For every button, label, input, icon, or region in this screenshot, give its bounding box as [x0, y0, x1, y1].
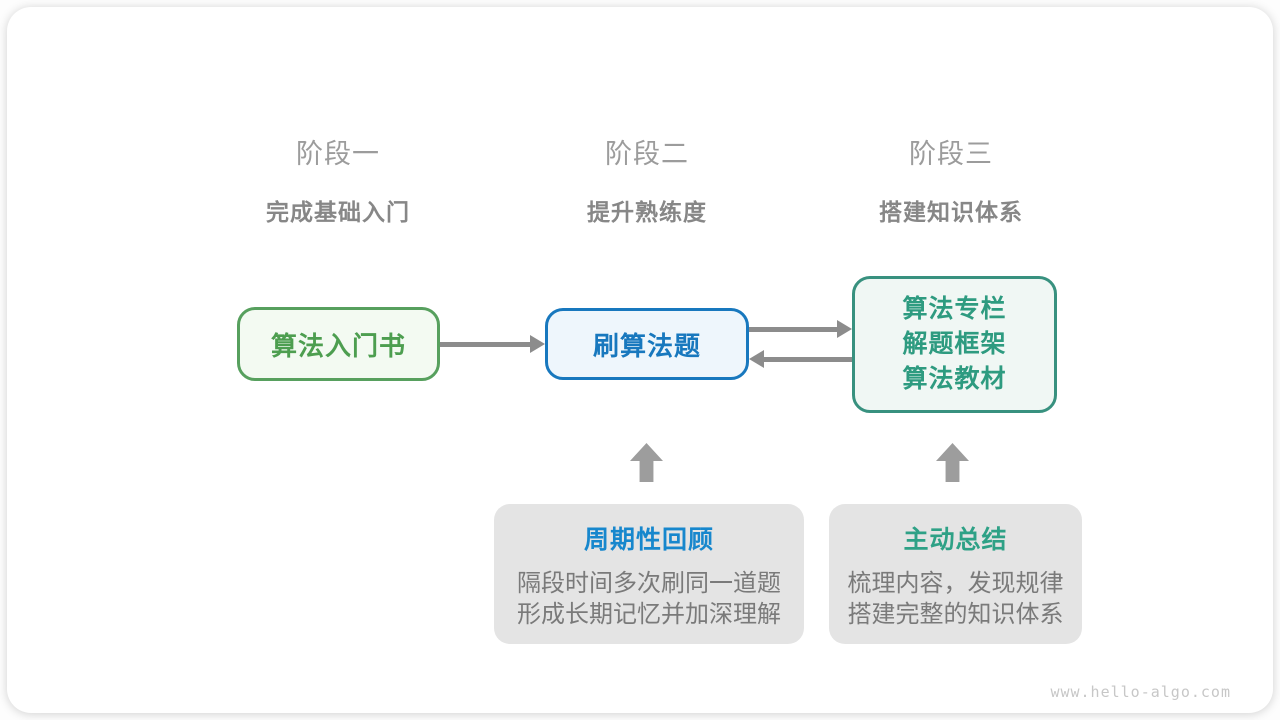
panel-periodic-review-line-2: 形成长期记忆并加深理解: [517, 601, 781, 628]
node-intro-book-label: 算法入门书: [270, 330, 406, 361]
arrow-node1-to-node2-line: [440, 342, 531, 347]
arrow-node3-to-node2-line: [763, 357, 852, 362]
stage-1-subtitle: 完成基础入门: [266, 199, 410, 225]
node-practice-problems: 刷算法题: [545, 308, 749, 380]
up-arrow-panel1-to-node2-icon: [630, 443, 663, 482]
arrow-node2-to-node3-line: [749, 327, 838, 332]
stage-2-subtitle: 提升熟练度: [587, 199, 707, 225]
panel-periodic-review: 周期性回顾 隔段时间多次刷同一道题 形成长期记忆并加深理解: [494, 504, 804, 644]
stage-1-title: 阶段一: [296, 139, 380, 169]
stage-3-subtitle: 搭建知识体系: [879, 199, 1023, 225]
panel-periodic-review-title: 周期性回顾: [583, 526, 714, 554]
stage-3-header: 阶段三 搭建知识体系: [801, 132, 1101, 227]
stage-1-header: 阶段一 完成基础入门: [188, 132, 488, 227]
diagram-card: 阶段一 完成基础入门 阶段二 提升熟练度 阶段三 搭建知识体系 算法入门书 刷算…: [7, 7, 1273, 713]
stage-2-title: 阶段二: [605, 139, 689, 169]
arrow-node1-to-node2-head-icon: [530, 335, 545, 353]
up-arrow-panel2-to-node3-icon: [936, 443, 969, 482]
node-advanced-resources: 算法专栏 解题框架 算法教材: [852, 276, 1057, 413]
diagram-layer: 阶段一 完成基础入门 阶段二 提升熟练度 阶段三 搭建知识体系 算法入门书 刷算…: [7, 7, 1273, 713]
panel-active-summary-line-1: 梳理内容，发现规律: [847, 570, 1064, 597]
stage-2-header: 阶段二 提升熟练度: [497, 132, 797, 227]
panel-active-summary-body: 梳理内容，发现规律 搭建完整的知识体系: [848, 568, 1064, 630]
panel-active-summary-title: 主动总结: [903, 526, 1008, 554]
panel-periodic-review-body: 隔段时间多次刷同一道题 形成长期记忆并加深理解: [517, 568, 781, 630]
arrow-node2-to-node3-head-icon: [837, 320, 852, 338]
panel-active-summary-line-2: 搭建完整的知识体系: [847, 601, 1064, 628]
arrow-node3-to-node2-head-icon: [749, 350, 764, 368]
node-practice-problems-label: 刷算法题: [592, 330, 701, 361]
node-advanced-resources-line-2: 解题框架: [902, 330, 1007, 358]
watermark-url: www.hello-algo.com: [1050, 683, 1231, 701]
node-advanced-resources-line-1: 算法专栏: [902, 295, 1007, 323]
panel-active-summary: 主动总结 梳理内容，发现规律 搭建完整的知识体系: [829, 504, 1082, 644]
node-advanced-resources-line-3: 算法教材: [902, 365, 1007, 393]
node-intro-book: 算法入门书: [237, 307, 440, 381]
stage-3-title: 阶段三: [909, 139, 993, 169]
panel-periodic-review-line-1: 隔段时间多次刷同一道题: [517, 570, 781, 597]
